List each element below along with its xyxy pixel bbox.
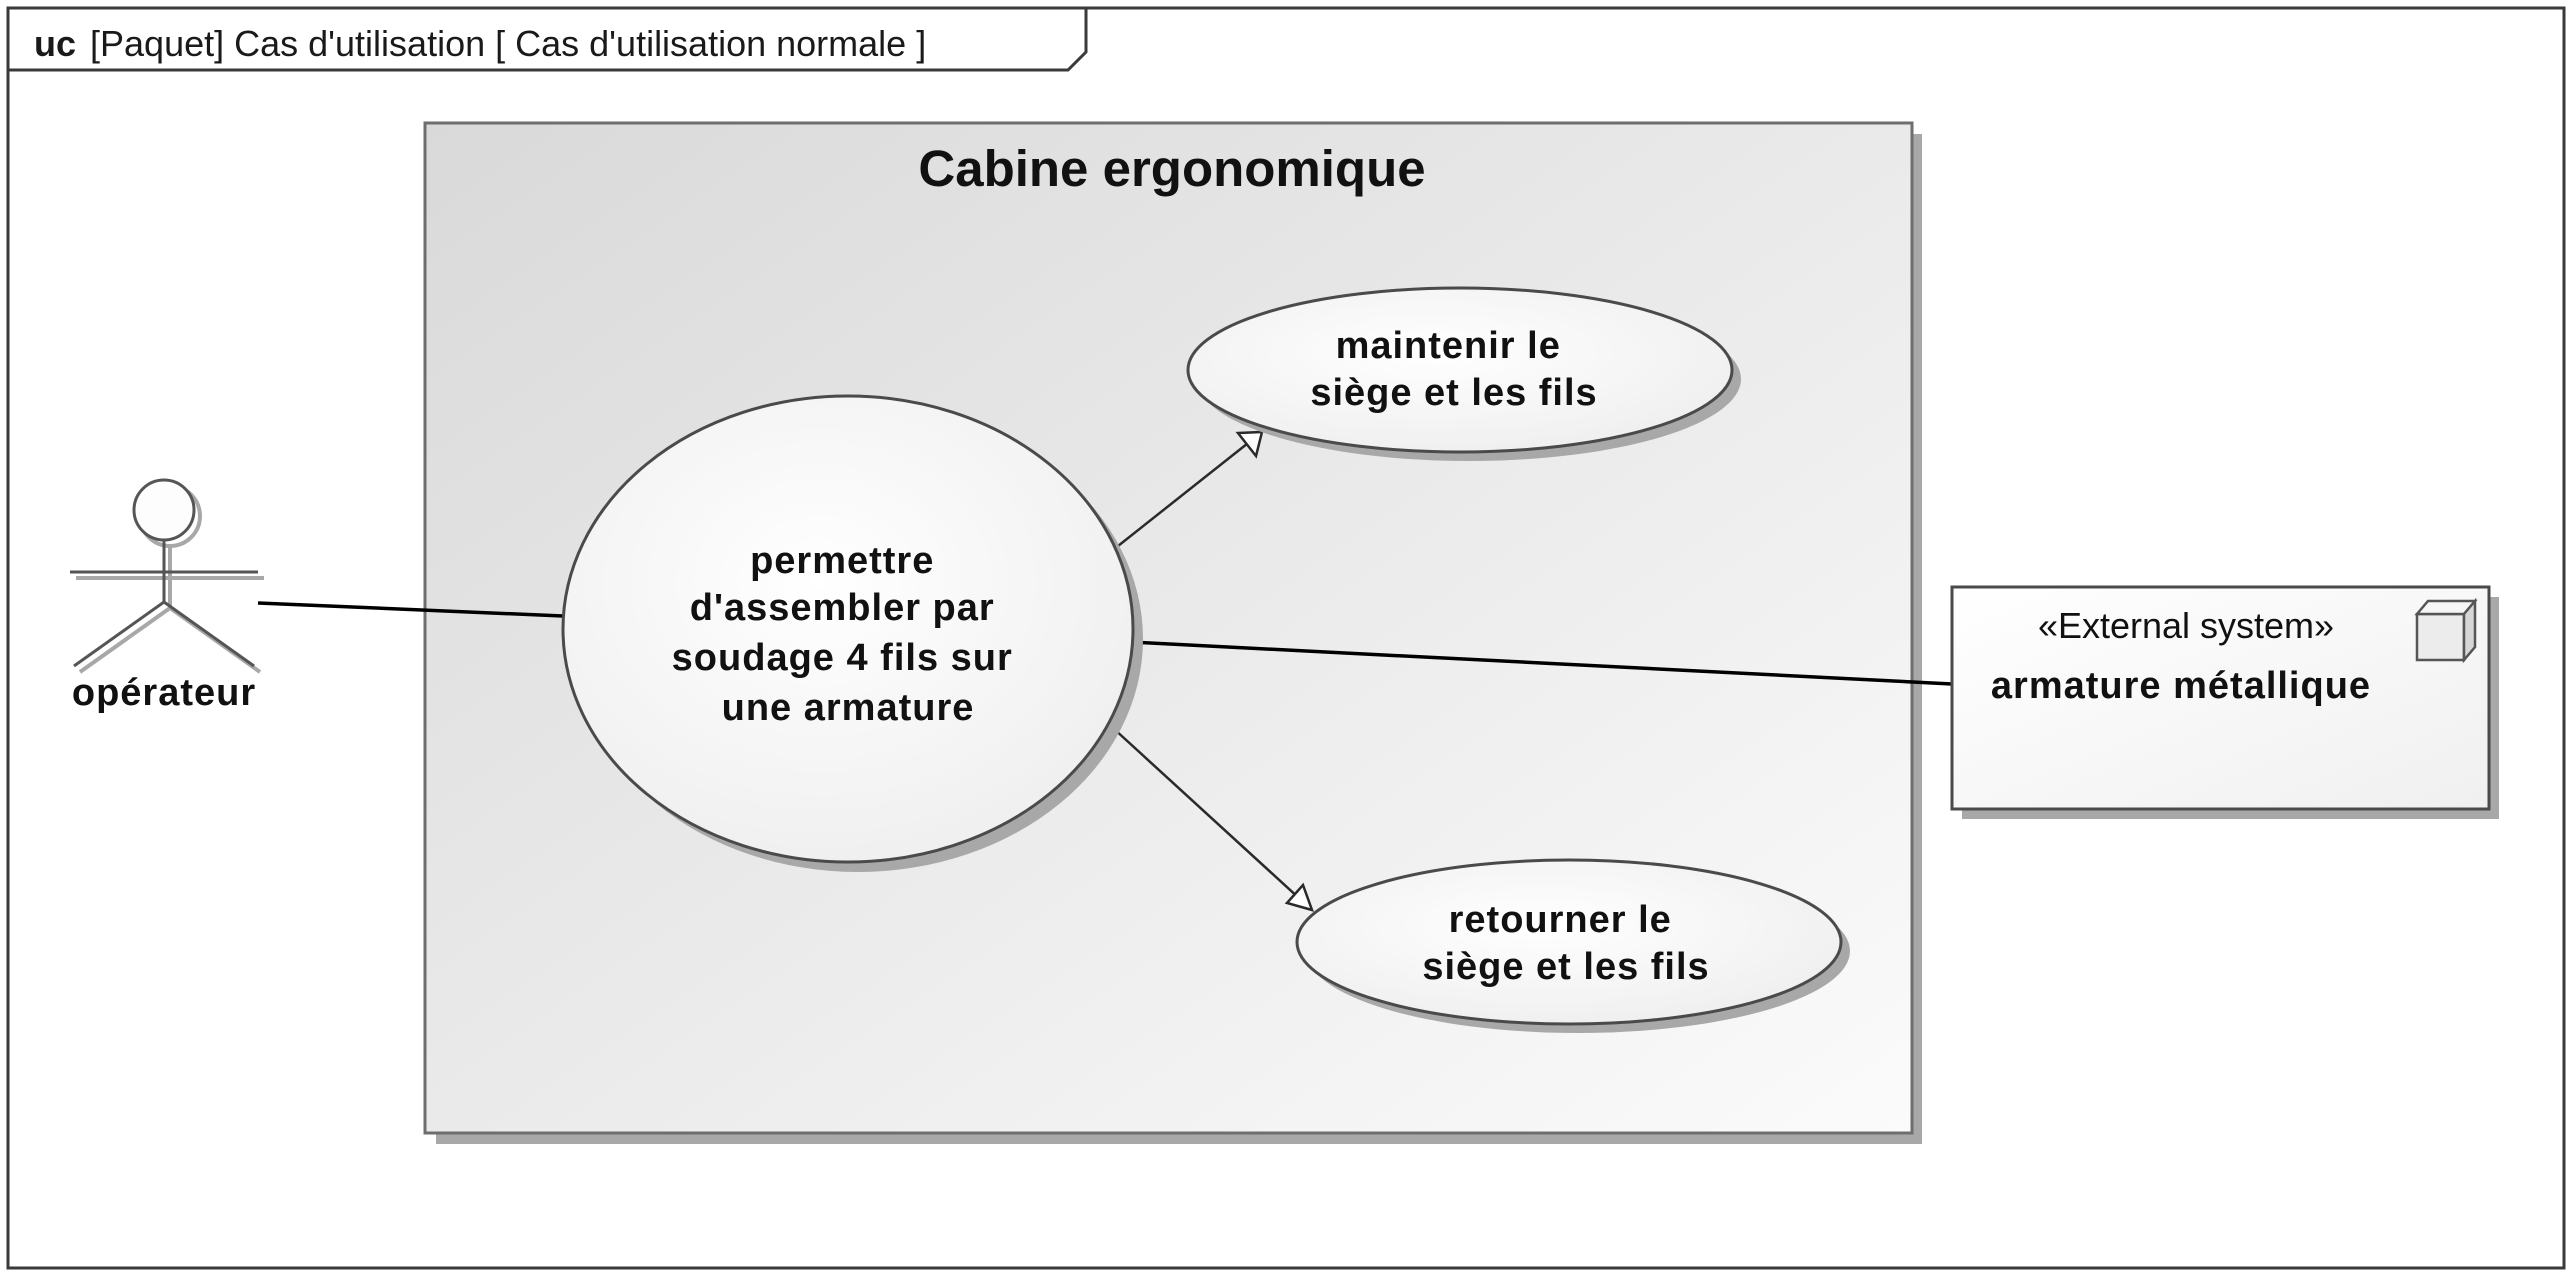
frame-title: [Paquet] Cas d'utilisation [ Cas d'utili… xyxy=(90,23,926,64)
use-case-label: maintenir le siège et les fils xyxy=(1310,325,1597,414)
arrowhead-open-triangle xyxy=(1235,430,1264,459)
frame-label: uc [Paquet] Cas d'utilisation [ Cas d'uti… xyxy=(34,23,926,64)
use-case-label-line: d'assembler par xyxy=(690,587,995,629)
frame-label-tab xyxy=(8,8,1088,72)
external-system-stereotype: «External system» xyxy=(2038,605,2334,646)
actor-name: opérateur xyxy=(72,672,256,714)
system-title: Cabine ergonomique xyxy=(918,140,1425,197)
actor-operateur[interactable]: opérateur xyxy=(70,478,264,714)
use-case-ellipse xyxy=(561,394,1135,864)
dependency-main-turn xyxy=(1112,727,1314,912)
use-case-retourner[interactable]: retourner le siège et les fils xyxy=(1295,858,1850,1033)
use-case-ellipse xyxy=(1186,286,1734,454)
use-case-label-line: maintenir le xyxy=(1336,325,1561,367)
use-case-label-line: siège et les fils xyxy=(1422,946,1709,988)
use-case-label-line: soudage 4 fils sur xyxy=(672,637,1013,679)
component-cube-icon xyxy=(2414,597,2478,664)
frame-kind: uc xyxy=(34,23,76,64)
use-case-label-line: une armature xyxy=(722,687,975,729)
association-actor-main xyxy=(257,601,564,618)
use-case-ellipse xyxy=(1295,858,1843,1026)
use-case-label: permettre d'assembler par soudage 4 fils… xyxy=(672,540,1025,729)
association-main-external xyxy=(1129,640,1953,686)
use-case-label-line: siège et les fils xyxy=(1310,372,1597,414)
use-case-label-line: permettre xyxy=(750,540,934,582)
actor-figure xyxy=(70,478,258,668)
external-system-box xyxy=(1950,585,2491,811)
use-case-label: retourner le siège et les fils xyxy=(1422,899,1709,988)
dependency-main-maintain xyxy=(1117,430,1264,547)
arrowhead-open-triangle xyxy=(1284,882,1314,912)
use-case-label-line: retourner le xyxy=(1449,899,1672,941)
use-case-maintenir[interactable]: maintenir le siège et les fils xyxy=(1186,286,1741,461)
external-system-armature[interactable]: «External system» armature métallique xyxy=(1950,585,2499,819)
external-system-name: armature métallique xyxy=(1991,665,2371,707)
use-case-permettre-assembler[interactable]: permettre d'assembler par soudage 4 fils… xyxy=(561,394,1143,872)
